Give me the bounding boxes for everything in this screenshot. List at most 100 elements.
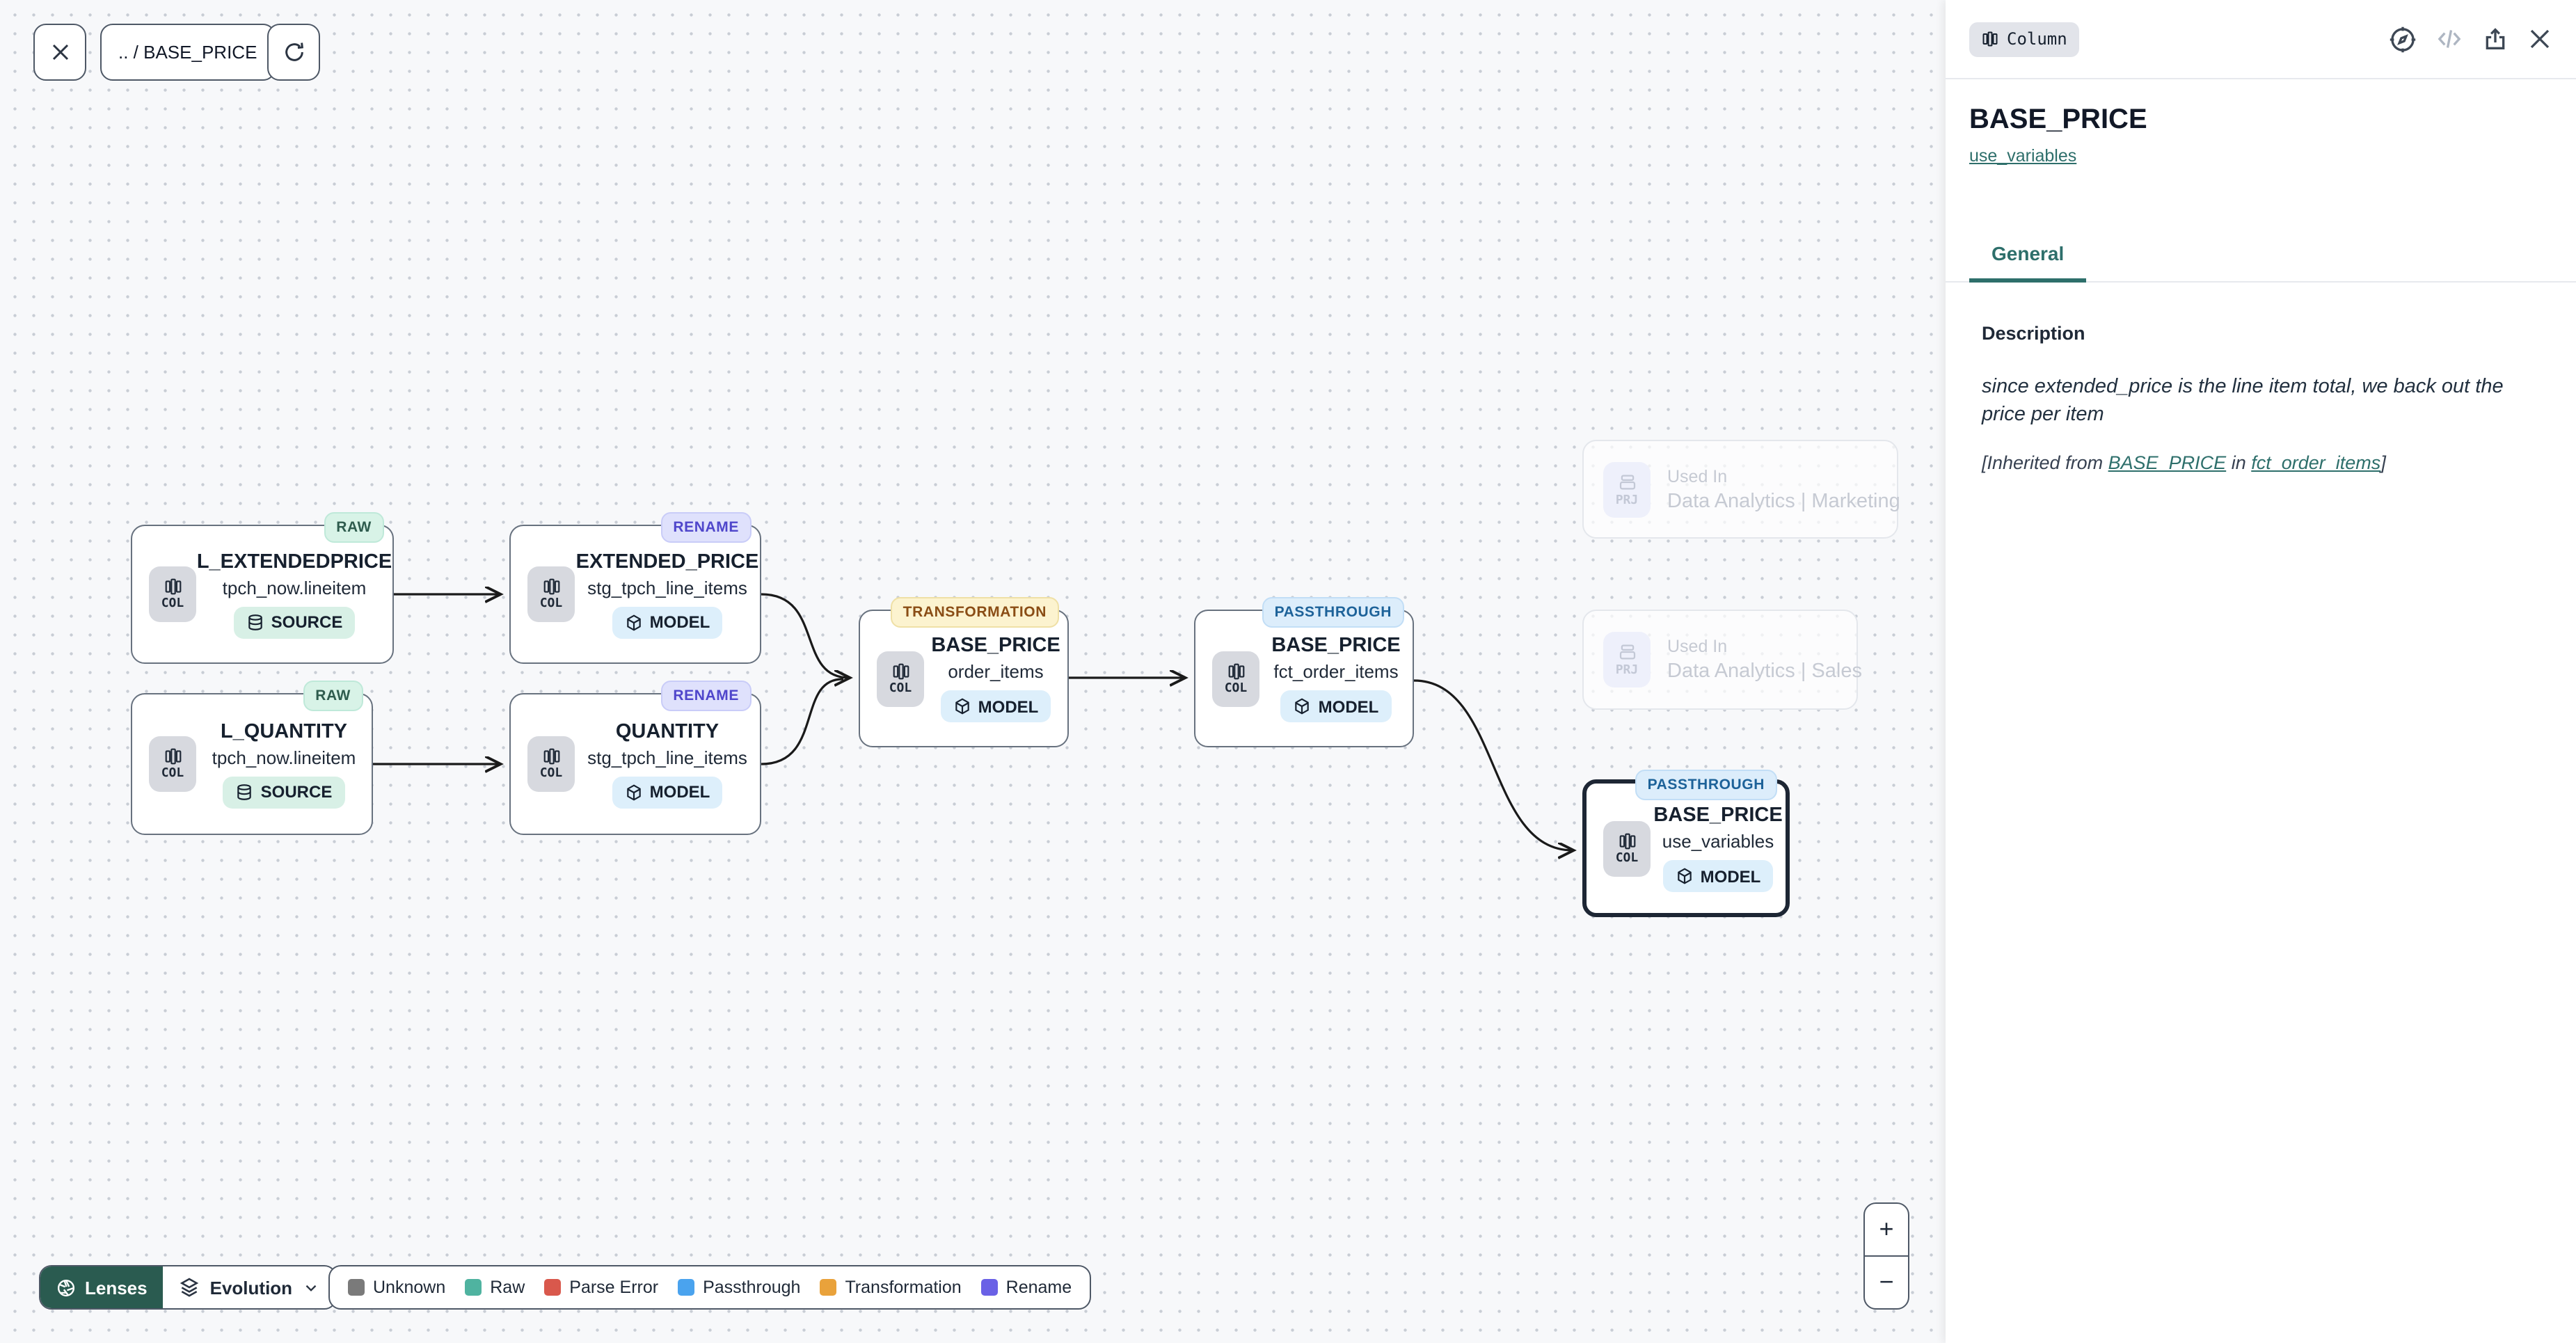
- ghost-node-marketing[interactable]: PRJ Used In Data Analytics | Marketing: [1582, 440, 1900, 539]
- legend-swatch: [544, 1279, 562, 1296]
- node-subtitle: tpch_now.lineitem: [212, 747, 356, 768]
- node-subtitle: tpch_now.lineitem: [222, 577, 367, 598]
- legend-item: Rename: [980, 1278, 1072, 1297]
- model-chip: MODEL: [612, 606, 723, 638]
- used-in-project: Data Analytics | Sales: [1667, 660, 1862, 683]
- share-icon[interactable]: [2481, 25, 2509, 53]
- legend-swatch: [678, 1279, 695, 1296]
- entity-type-badge: Column: [1969, 22, 2080, 56]
- node-base-price-use-variables[interactable]: PASSTHROUGH COL BASE_PRICE use_variables…: [1582, 770, 1790, 917]
- cube-icon: [626, 784, 641, 800]
- lens-selector: Lenses Evolution: [39, 1265, 337, 1310]
- source-chip: SOURCE: [223, 776, 345, 808]
- code-icon[interactable]: [2435, 25, 2463, 53]
- zoom-controls: + −: [1863, 1202, 1909, 1310]
- zoom-out-button[interactable]: −: [1879, 1268, 1894, 1296]
- aperture-icon: [57, 1278, 75, 1296]
- node-title: BASE_PRICE: [931, 635, 1060, 657]
- legend-item: Passthrough: [678, 1278, 800, 1297]
- close-icon[interactable]: [2527, 26, 2552, 51]
- close-icon: [51, 44, 68, 61]
- model-chip: MODEL: [1662, 860, 1774, 892]
- inherited-model-link[interactable]: fct_order_items: [2251, 452, 2381, 473]
- node-base-price-fct-order-items[interactable]: PASSTHROUGH COL BASE_PRICE fct_order_ite…: [1194, 597, 1414, 747]
- zoom-in-button[interactable]: +: [1865, 1204, 1908, 1257]
- lens-badge: RENAME: [660, 512, 752, 543]
- description-heading: Description: [1982, 323, 2085, 344]
- lenses-button[interactable]: Lenses: [40, 1266, 163, 1308]
- lens-badge: PASSTHROUGH: [1635, 770, 1777, 800]
- column-type-box: COL: [1603, 820, 1651, 876]
- node-base-price-order-items[interactable]: TRANSFORMATION COL BASE_PRICE order_item…: [859, 597, 1069, 747]
- node-quantity[interactable]: RENAME COL QUANTITY stg_tpch_line_items …: [509, 681, 761, 835]
- project-icon: [1619, 644, 1635, 660]
- panel-header: Column: [1946, 0, 2576, 79]
- model-chip: MODEL: [612, 776, 723, 808]
- node-title: EXTENDED_PRICE: [575, 550, 759, 573]
- panel-title: BASE_PRICE: [1969, 104, 2147, 135]
- cube-icon: [955, 698, 969, 715]
- legend-swatch: [980, 1279, 998, 1296]
- column-type-box: COL: [1212, 651, 1259, 706]
- database-icon: [237, 784, 252, 800]
- legend-item: Parse Error: [544, 1278, 658, 1297]
- panel-tabs: General: [1946, 230, 2576, 283]
- database-icon: [248, 614, 262, 630]
- inherited-note: [Inherited from BASE_PRICE in fct_order_…: [1982, 452, 2386, 473]
- compass-icon[interactable]: [2388, 24, 2417, 54]
- lens-legend: Unknown Raw Parse Error Passthrough Tran…: [328, 1265, 1092, 1310]
- ghost-node-sales[interactable]: PRJ Used In Data Analytics | Sales: [1582, 610, 1862, 710]
- column-type-box: COL: [527, 566, 575, 622]
- model-chip: MODEL: [1280, 690, 1392, 722]
- legend-item: Unknown: [348, 1278, 445, 1297]
- columns-icon: [543, 748, 559, 765]
- refresh-button[interactable]: [267, 24, 320, 81]
- column-type-box: COL: [877, 651, 924, 706]
- node-subtitle: stg_tpch_line_items: [587, 747, 747, 768]
- used-in-label: Used In: [1667, 466, 1728, 486]
- node-l-quantity[interactable]: RAW COL L_QUANTITY tpch_now.lineitem SOU…: [131, 681, 373, 835]
- node-title: L_QUANTITY: [220, 720, 348, 742]
- columns-icon: [164, 748, 181, 765]
- lens-badge: RENAME: [660, 681, 752, 711]
- node-subtitle: fct_order_items: [1273, 661, 1399, 682]
- columns-icon: [543, 578, 559, 595]
- lens-badge: PASSTHROUGH: [1262, 597, 1404, 628]
- inherited-column-link[interactable]: BASE_PRICE: [2108, 452, 2227, 473]
- project-type-box: PRJ: [1603, 461, 1651, 517]
- project-type-box: PRJ: [1603, 632, 1651, 688]
- breadcrumb-label: .. / BASE_PRICE: [118, 42, 257, 63]
- cube-icon: [1677, 868, 1692, 884]
- columns-icon: [164, 578, 181, 595]
- lens-badge: TRANSFORMATION: [890, 597, 1059, 628]
- column-type-box: COL: [149, 736, 196, 792]
- lens-badge: RAW: [324, 512, 384, 543]
- cube-icon: [1295, 698, 1310, 715]
- details-panel: Column BASE_PRICE use_variables General …: [1946, 0, 2576, 1343]
- chevron-down-icon: [305, 1284, 317, 1291]
- columns-icon: [1982, 31, 1998, 47]
- columns-icon: [1619, 832, 1635, 849]
- node-title: QUANTITY: [615, 720, 719, 742]
- node-title: BASE_PRICE: [1653, 804, 1783, 827]
- breadcrumb[interactable]: .. / BASE_PRICE: [100, 24, 276, 81]
- node-extended-price[interactable]: RENAME COL EXTENDED_PRICE stg_tpch_line_…: [509, 512, 761, 664]
- columns-icon: [1227, 662, 1244, 679]
- lens-mode-dropdown[interactable]: Evolution: [163, 1266, 335, 1308]
- close-graph-button[interactable]: [33, 24, 86, 81]
- node-title: BASE_PRICE: [1271, 635, 1401, 657]
- model-link[interactable]: use_variables: [1969, 146, 2077, 166]
- project-icon: [1619, 474, 1635, 489]
- node-title: L_EXTENDEDPRICE: [196, 550, 392, 573]
- column-type-box: COL: [149, 566, 196, 622]
- node-l-extendedprice[interactable]: RAW COL L_EXTENDEDPRICE tpch_now.lineite…: [131, 512, 394, 664]
- cube-icon: [626, 614, 641, 630]
- stack-icon: [180, 1278, 198, 1297]
- tab-general[interactable]: General: [1969, 230, 2087, 283]
- legend-item: Transformation: [820, 1278, 962, 1297]
- legend-item: Raw: [465, 1278, 525, 1297]
- node-subtitle: use_variables: [1662, 831, 1774, 852]
- refresh-icon: [285, 42, 303, 61]
- used-in-label: Used In: [1667, 637, 1728, 656]
- node-subtitle: stg_tpch_line_items: [587, 577, 747, 598]
